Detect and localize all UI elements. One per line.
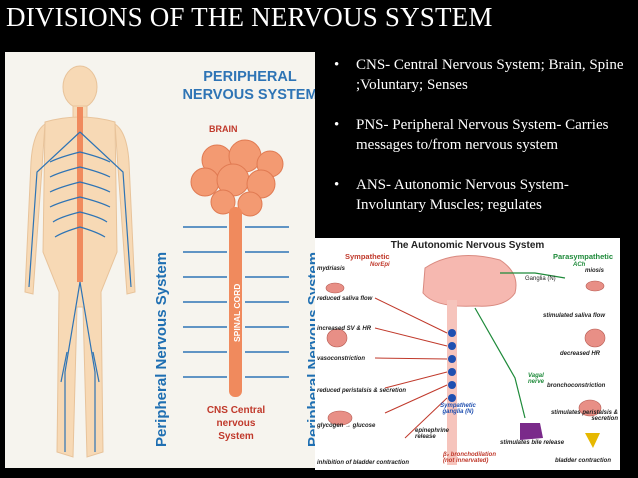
pns-side-label-right: Peripheral Nervous System (305, 251, 315, 447)
vagal-nerve-label: Vagal nerve (528, 373, 545, 385)
sympathetic-label: Sympathetic (345, 252, 390, 261)
parasympathetic-label: Parasympathetic (553, 252, 614, 261)
bullet-marker: • (334, 177, 340, 193)
bullet-text: CNS- Central Nervous System; Brain, Spin… (356, 57, 624, 93)
brain-label: BRAIN (209, 124, 238, 134)
norepi-label: NorEpi (370, 262, 390, 268)
bullet-marker: • (334, 117, 340, 133)
bullet-cns: • CNS- Central Nervous System; Brain, Sp… (334, 55, 630, 95)
effect-right-6: bladder contraction (555, 458, 612, 464)
slide-title: DIVISIONS OF THE NERVOUS SYSTEM (6, 2, 493, 32)
effect-left-5: glycogen → glucose (317, 423, 376, 429)
effect-right-4: stimulates peristalsis & secretion (550, 410, 618, 422)
effect-left-6: inhibition of bladder contraction (317, 460, 409, 466)
spinal-cord-label: SPINAL CORD (232, 283, 242, 342)
effect-right-5: stimulates bile release (500, 440, 565, 446)
effect-right-0: miosis (585, 268, 605, 274)
sympathetic-ganglia-label: Sympathetic ganglia (N) (440, 403, 476, 415)
ans-illustration: The Autonomic Nervous System Sympathetic… (315, 238, 620, 470)
pns-side-label-left: Peripheral Nervous System (153, 251, 170, 447)
effect-right-2: decreased HR (560, 351, 601, 357)
effect-left-0: mydriasis (317, 266, 346, 272)
effect-left-1: reduced saliva flow (317, 296, 373, 302)
bronchodilation-label: β₂ bronchodilation (not innervated) (443, 452, 497, 464)
ans-figure-svg (325, 255, 606, 465)
effect-left-4: reduced peristalsis & secretion (317, 388, 407, 394)
effect-right-3: bronchoconstriction (547, 383, 606, 389)
pns-illustration: PERIPHERAL NERVOUS SYSTEM BRAIN CNS Cent… (5, 52, 315, 468)
effect-left-2: increased SV & HR (317, 326, 372, 332)
bullet-list: • CNS- Central Nervous System; Brain, Sp… (334, 55, 630, 235)
ans-title: The Autonomic Nervous System (390, 240, 545, 251)
body-figure-svg (24, 65, 289, 458)
epinephrine-label: epinephrine release (415, 428, 450, 440)
bullet-pns: • PNS- Peripheral Nervous System- Carrie… (334, 115, 630, 155)
bullet-ans: • ANS- Autonomic Nervous System- Involun… (334, 175, 630, 215)
ach-label: ACh (573, 262, 586, 268)
effect-right-1: stimulated saliva flow (543, 313, 606, 319)
bullet-text: PNS- Peripheral Nervous System- Carries … (356, 117, 609, 153)
bullet-text: ANS- Autonomic Nervous System- Involunta… (356, 177, 569, 213)
ganglia-n-label: Ganglia (N) (525, 276, 556, 282)
pns-title: PERIPHERAL NERVOUS SYSTEM (182, 69, 315, 103)
cns-label: CNS Central nervous System (206, 405, 266, 442)
effect-left-3: vasoconstriction (317, 356, 366, 362)
bullet-marker: • (334, 57, 340, 73)
